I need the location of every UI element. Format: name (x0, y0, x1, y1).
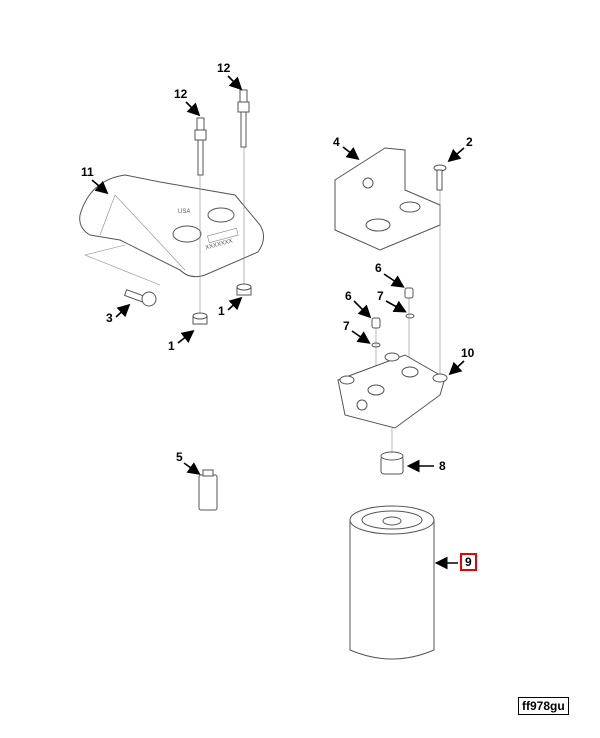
callout-4[interactable]: 4 (333, 135, 340, 149)
mounting-bracket-part-11[interactable]: USA XXXXXXX (79, 174, 264, 278)
callout-11[interactable]: 11 (81, 165, 94, 179)
plate-marking: USA (178, 209, 190, 215)
filter-head-part-10[interactable] (337, 352, 448, 429)
callout-9-highlighted[interactable]: 9 (460, 553, 477, 571)
callout-12[interactable]: 12 (217, 61, 231, 75)
bracket-part-4[interactable] (334, 147, 441, 251)
leader-arrows (91, 75, 465, 570)
plug-part-6[interactable] (371, 287, 414, 329)
callout-10[interactable]: 10 (461, 346, 475, 360)
bolt-part-3[interactable] (123, 289, 157, 307)
filter-part-9[interactable] (349, 505, 435, 660)
callout-2[interactable]: 2 (466, 135, 473, 149)
nut-part-1[interactable] (192, 283, 252, 325)
stud-part-12[interactable] (194, 89, 250, 176)
callout-1[interactable]: 1 (168, 339, 175, 353)
callout-6[interactable]: 6 (375, 261, 382, 275)
callout-12[interactable]: 12 (174, 87, 188, 101)
callout-8[interactable]: 8 (439, 459, 446, 473)
callout-7[interactable]: 7 (377, 289, 384, 303)
figure-id: ff978gu (518, 697, 569, 715)
callout-1[interactable]: 1 (218, 304, 225, 318)
callout-6[interactable]: 6 (345, 289, 352, 303)
callout-7[interactable]: 7 (343, 319, 350, 333)
callout-3[interactable]: 3 (106, 311, 113, 325)
connector-part-5[interactable] (198, 469, 218, 511)
bolt-part-2[interactable] (433, 164, 447, 191)
callout-5[interactable]: 5 (176, 450, 183, 464)
seal-part-7[interactable] (371, 313, 415, 348)
adapter-part-8[interactable] (380, 451, 404, 475)
